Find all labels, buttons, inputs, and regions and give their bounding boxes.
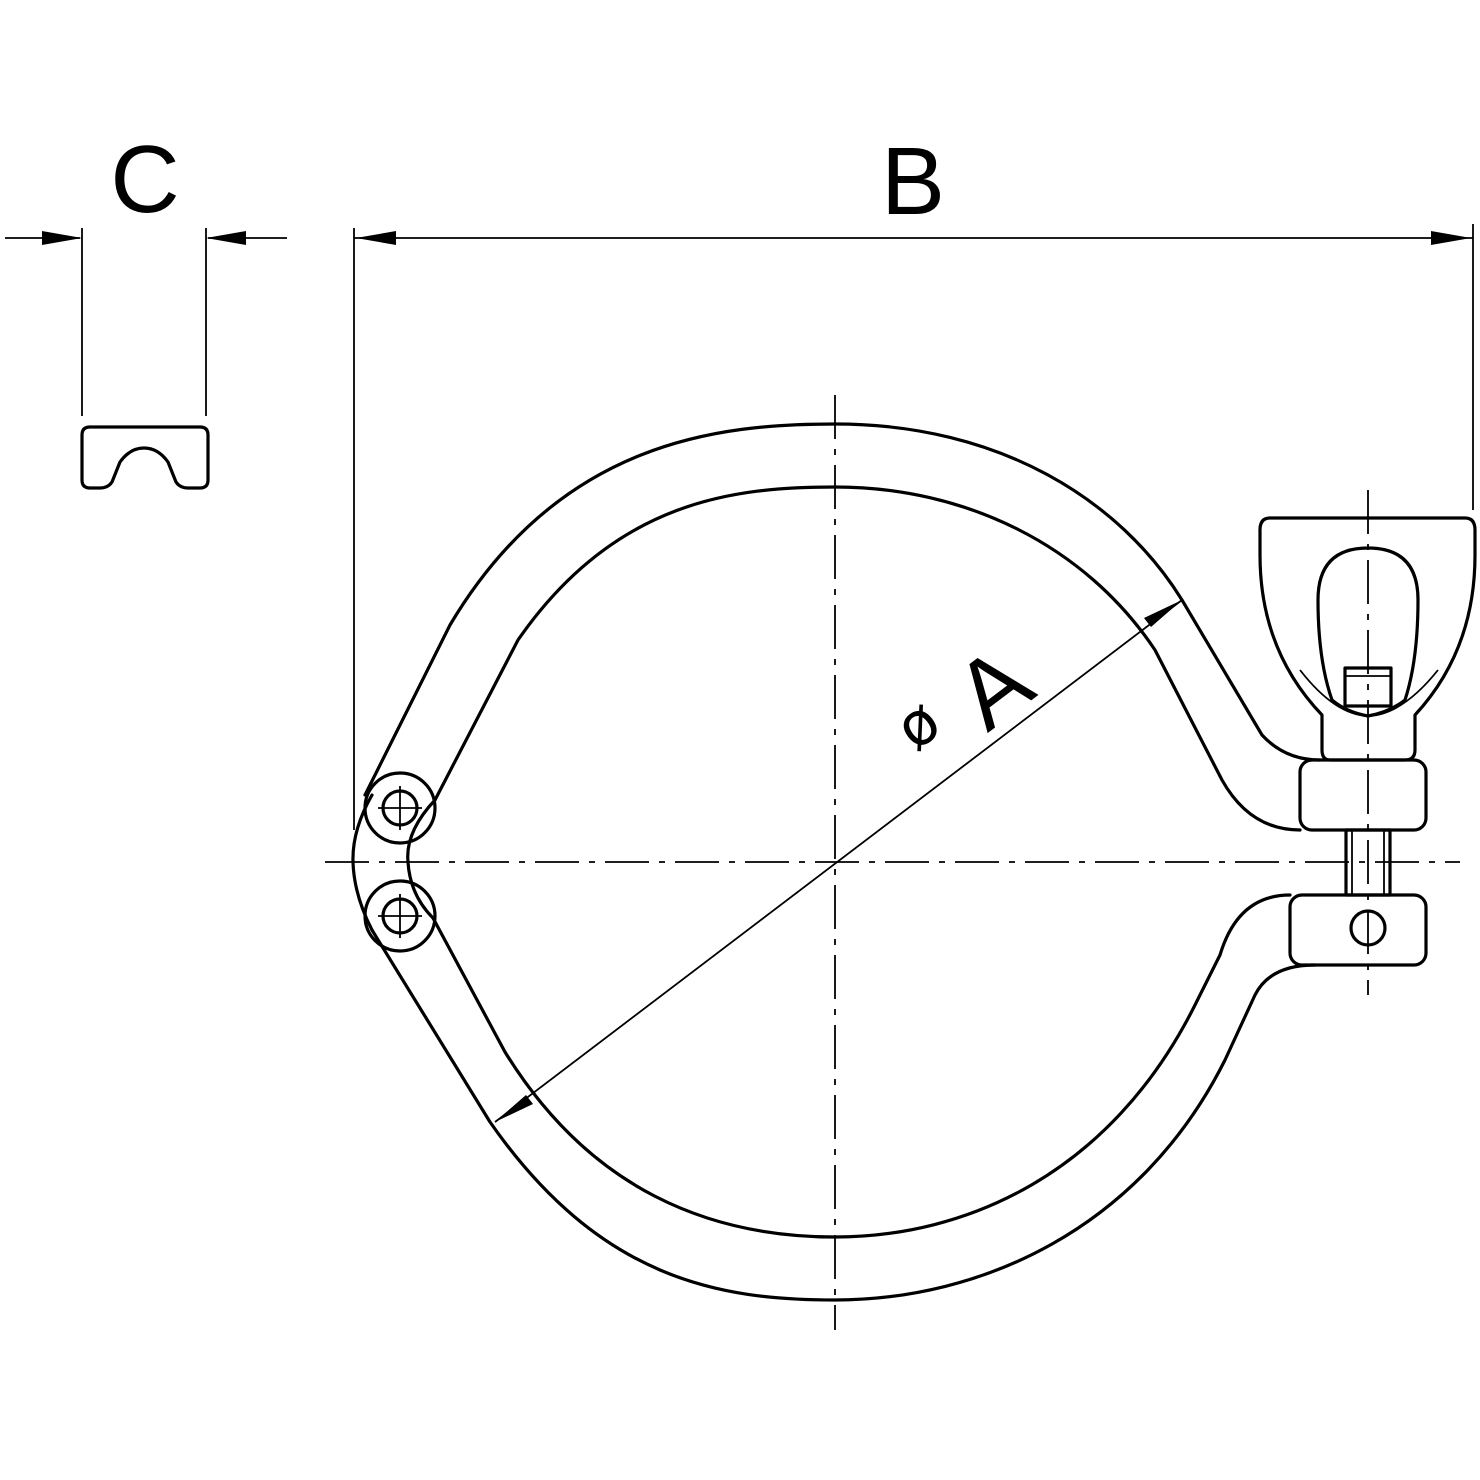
upper-lug xyxy=(1298,758,1428,832)
clamp-band xyxy=(351,422,1322,1302)
dimension-b: B xyxy=(353,128,1474,830)
lower-lug-pin-icon xyxy=(1349,909,1387,947)
clamp-outer-contour-lower xyxy=(370,928,1317,1302)
clamp-inner-contour-lower xyxy=(431,893,1292,1239)
dimension-a: ø A xyxy=(494,599,1183,1123)
hinge-nose xyxy=(351,793,374,932)
hinge-inner-curve xyxy=(406,798,437,920)
dimension-b-label: B xyxy=(881,128,945,235)
dimension-c-label: C xyxy=(110,126,179,233)
clamp-inner-contour xyxy=(433,485,1302,832)
cross-section-profile xyxy=(80,425,210,490)
upper-hinge-link xyxy=(363,771,437,845)
hinge-pins xyxy=(363,771,437,953)
lower-hinge-link xyxy=(363,879,437,953)
diameter-symbol: ø xyxy=(882,686,953,764)
clamp-outer-contour xyxy=(363,422,1322,797)
dimension-a-label: A xyxy=(936,626,1052,750)
lower-lug xyxy=(1288,893,1428,967)
dimension-c: C xyxy=(5,126,287,416)
wing-nut-assembly xyxy=(1258,516,1477,967)
center-lines xyxy=(325,395,1460,1330)
bolt-head xyxy=(1343,666,1393,708)
